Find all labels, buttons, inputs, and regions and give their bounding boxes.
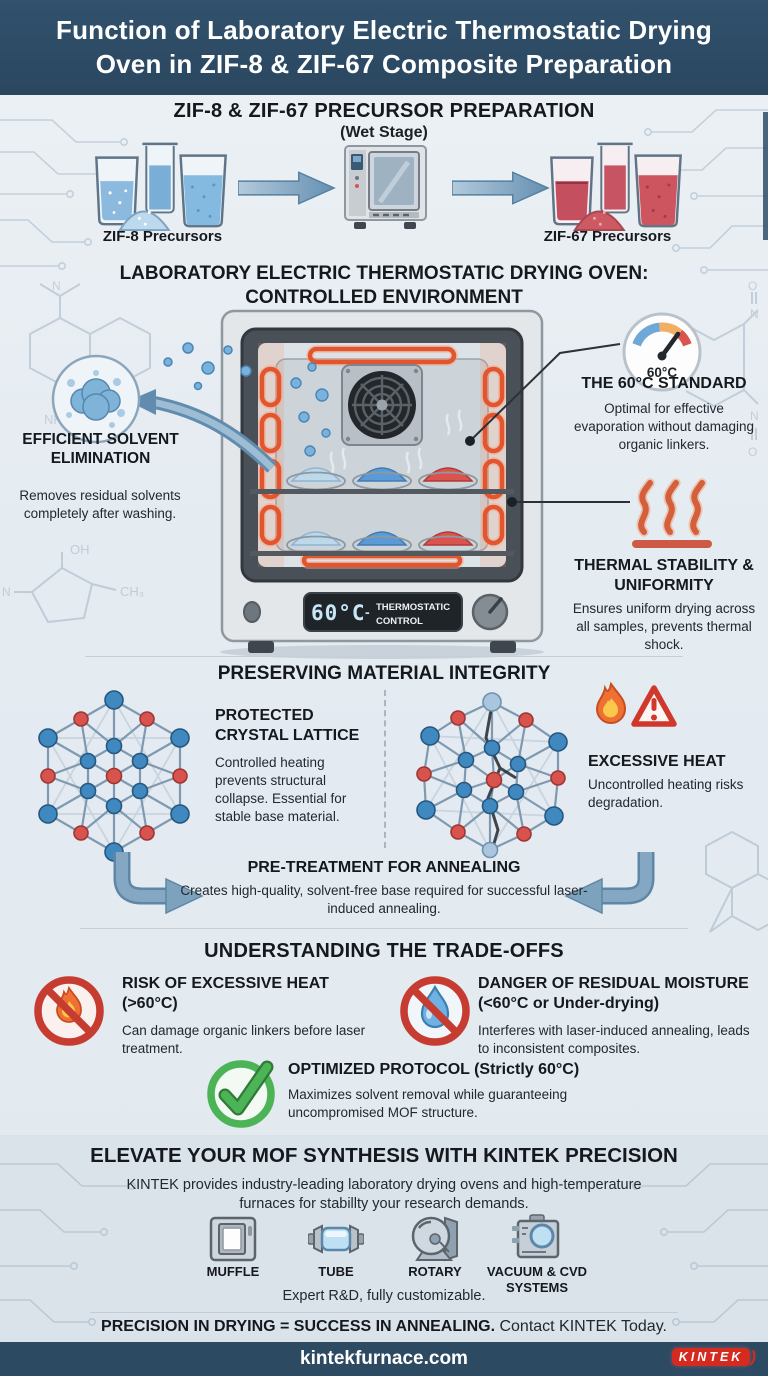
section-divider	[85, 656, 683, 657]
cta-note: Expert R&D, fully customizable.	[282, 1288, 486, 1304]
zif67-beakers-illustration	[550, 142, 682, 232]
arrow-right-icon	[452, 171, 550, 205]
optimized-protocol-title: OPTIMIZED PROTOCOL (Strictly 60°C)	[288, 1061, 580, 1078]
heat-risk-body: Can damage organic linkers before laser …	[122, 1023, 366, 1057]
thermal-stability-title: THERMAL STABILITY & UNIFORMITY	[574, 557, 754, 594]
precursor-section-title: ZIF-8 & ZIF-67 PRECURSOR PREPARATION	[173, 100, 595, 122]
header-banner: Function of Laboratory Electric Thermost…	[0, 0, 768, 95]
oven-display-dash: -	[365, 604, 370, 620]
tagline-bold: PRECISION IN DRYING = SUCCESS IN ANNEALI…	[101, 1318, 496, 1335]
fire-warning-icons	[595, 681, 677, 727]
oven-section-title-line1: LABORATORY ELECTRIC THERMOSTATIC DRYING …	[119, 263, 649, 284]
footer-bar: kintekfurnace.com KINTEK)	[0, 1342, 768, 1376]
website-link[interactable]: kintekfurnace.com	[300, 1348, 468, 1369]
oven-display-label1: THERMOSTATIC	[376, 602, 450, 613]
heat-risk-title: RISK OF EXCESSIVE HEAT (>60°C)	[122, 975, 329, 1012]
moisture-risk-title: DANGER OF RESIDUAL MOISTURE (<60°C or Un…	[478, 975, 749, 1012]
no-moisture-icon	[400, 976, 470, 1046]
solvent-vapor-icon	[51, 354, 141, 444]
cta-title: ELEVATE YOUR MOF SYNTHESIS WITH KINTEK P…	[90, 1144, 678, 1167]
bend-arrow-icon	[564, 852, 655, 914]
product-label-muffle: MUFFLE	[206, 1264, 260, 1279]
chem-label: O	[748, 280, 757, 293]
warning-triangle-icon	[631, 685, 677, 727]
crystal-lattice-intact	[38, 690, 190, 862]
product-label-vacuum-cvd: VACUUM & CVD SYSTEMS	[486, 1264, 588, 1296]
product-label-rotary: ROTARY	[408, 1264, 462, 1279]
vacuum-cvd-icon	[512, 1214, 560, 1259]
oven-display-temp: 60°C	[311, 601, 366, 625]
muffle-furnace-icon	[209, 1216, 257, 1262]
chem-label: N	[52, 279, 61, 293]
excessive-heat-title: EXCESSIVE HEAT	[588, 753, 726, 770]
zif67-precursors-label: ZIF-67 Precursors	[543, 228, 672, 245]
crystal-lattice-cracked	[416, 692, 568, 859]
temperature-gauge-icon: 60°C	[622, 312, 702, 392]
rotary-furnace-icon	[411, 1216, 458, 1262]
hexagon-decoration	[705, 830, 768, 933]
moisture-risk-body: Interferes with laser-induced annealing,…	[478, 1023, 750, 1057]
zif8-beakers-illustration	[95, 142, 227, 232]
kintek-logo-mark: )	[750, 1347, 756, 1366]
cta-divider	[90, 1312, 678, 1313]
no-excessive-heat-icon	[34, 976, 104, 1046]
solvent-elimination-body: Removes residual solvents completely aft…	[19, 488, 181, 522]
kintek-logo: KINTEK)	[671, 1347, 756, 1367]
wet-stage-oven-illustration	[344, 145, 427, 229]
thermal-stability-body: Ensures uniform drying across all sample…	[572, 601, 756, 653]
chem-structure-decoration: OH CH₃ N	[2, 542, 144, 624]
chem-structure-decoration: O N N O	[686, 280, 759, 459]
circuit-decoration	[0, 1163, 137, 1327]
tradeoffs-section-title: UNDERSTANDING THE TRADE-OFFS	[204, 940, 564, 962]
chem-label: CH₃	[120, 584, 144, 599]
page-title-line1: Function of Laboratory Electric Thermost…	[56, 15, 712, 45]
page-title-line2: Oven in ZIF-8 & ZIF-67 Composite Prepara…	[95, 49, 673, 80]
pretreatment-title: PRE-TREATMENT FOR ANNEALING	[247, 859, 521, 876]
tagline: PRECISION IN DRYING = SUCCESS IN ANNEALI…	[0, 1318, 768, 1336]
chem-label: OH	[70, 542, 90, 557]
circuit-decoration	[631, 1163, 768, 1327]
oven-display-label2: CONTROL	[376, 616, 423, 627]
tagline-regular: Contact KINTEK Today.	[499, 1318, 667, 1335]
integrity-section-title: PRESERVING MATERIAL INTEGRITY	[217, 663, 551, 684]
edge-accent-bar	[763, 112, 768, 240]
drying-oven-illustration: 60°C - THERMOSTATIC CONTROL	[220, 309, 544, 659]
oven-section-title-line2: CONTROLLED ENVIRONMENT	[245, 287, 523, 308]
protected-lattice-body: Controlled heating prevents structural c…	[215, 755, 347, 825]
optimized-protocol-body: Maximizes solvent removal while guarante…	[288, 1087, 568, 1121]
chem-label: N	[750, 307, 759, 321]
heat-waves-icon	[632, 478, 712, 548]
chem-label: O	[748, 445, 757, 459]
zif8-precursors-label: ZIF-8 Precursors	[102, 228, 223, 245]
circuit-decoration	[643, 109, 768, 275]
bend-arrow-icon	[113, 852, 204, 914]
check-icon	[207, 1060, 275, 1128]
product-label-tube: TUBE	[318, 1264, 354, 1279]
arrow-right-icon	[238, 171, 336, 205]
section-divider	[80, 928, 688, 929]
cta-subtitle: KINTEK provides industry-leading laborat…	[126, 1177, 642, 1213]
gauge-value-label: 60°C	[647, 365, 677, 380]
chem-label: N	[2, 585, 11, 599]
protected-lattice-title: PROTECTED CRYSTAL LATTICE	[215, 707, 360, 744]
tube-furnace-icon	[308, 1224, 364, 1254]
sixty-degree-standard-body: Optimal for effective evaporation withou…	[573, 401, 755, 453]
solvent-elimination-title: EFFICIENT SOLVENT ELIMINATION	[22, 431, 179, 468]
kintek-logo-text: KINTEK	[671, 1348, 751, 1367]
vertical-dashed-divider	[384, 690, 386, 848]
sixty-degree-standard-title: THE 60°C STANDARD	[581, 375, 747, 392]
excessive-heat-body: Uncontrolled heating risks degradation.	[588, 777, 744, 811]
precursor-subtitle: (Wet Stage)	[340, 124, 428, 141]
cta-section-background	[0, 1135, 768, 1342]
pretreatment-body: Creates high-quality, solvent-free base …	[180, 883, 588, 917]
chem-label: N	[750, 409, 759, 423]
